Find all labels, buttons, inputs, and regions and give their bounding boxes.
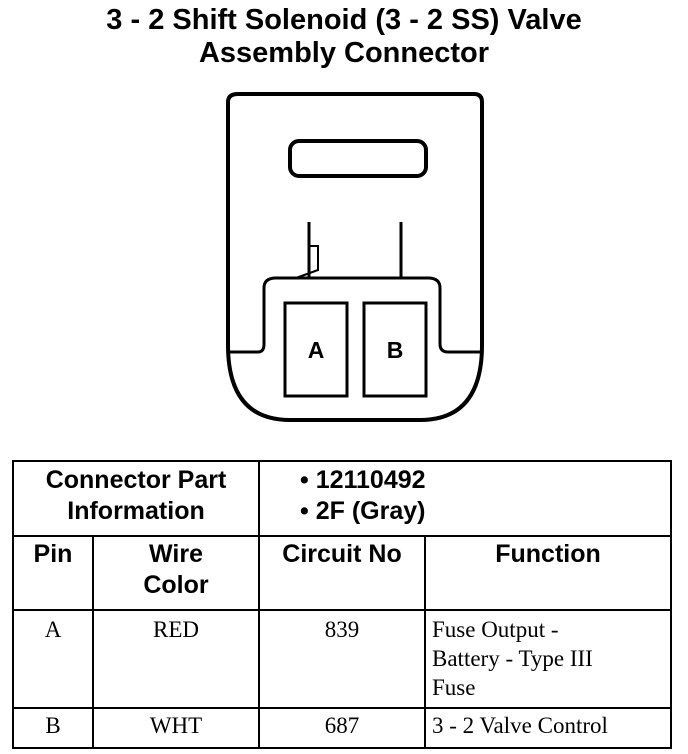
header-pin: Pin	[12, 535, 94, 611]
part-number: • 12110492	[300, 466, 426, 494]
header-wire-color-line-1: Wire	[149, 540, 203, 568]
pin-label-a: A	[308, 337, 325, 363]
column-header-row: Pin Wire Color Circuit No Function	[12, 535, 672, 611]
pin-cavity-a	[283, 301, 349, 398]
part-info-label-line-2: Information	[67, 497, 205, 525]
header-function: Function	[424, 535, 672, 611]
title-line-2: Assembly Connector	[198, 37, 490, 69]
function-line: Fuse	[432, 675, 476, 700]
function-cell: 3 - 2 Valve Control	[424, 707, 672, 749]
diagram-title: 3 - 2 Shift Solenoid (3 - 2 SS) Valve As…	[0, 4, 688, 70]
part-info-row: Connector Part Information • 12110492 • …	[12, 460, 672, 537]
circuit-no-cell: 839	[258, 609, 426, 709]
table-row: B WHT 687 3 - 2 Valve Control	[12, 707, 672, 749]
part-info-label-cell: Connector Part Information	[12, 460, 260, 537]
wire-color-cell: RED	[92, 609, 260, 709]
function-cell: Fuse Output - Battery - Type III Fuse	[424, 609, 672, 709]
function-line: Fuse Output -	[432, 617, 559, 642]
header-circuit-no-text: Circuit No	[282, 540, 402, 568]
pin-cavity-b	[362, 301, 428, 398]
pin-label-b: B	[387, 337, 404, 363]
part-info-values-cell: • 12110492 • 2F (Gray)	[258, 460, 672, 537]
pin-cell: B	[12, 707, 94, 749]
header-wire-color-line-2: Color	[143, 571, 209, 599]
function-line: Battery - Type III	[432, 646, 593, 671]
header-pin-text: Pin	[33, 540, 73, 568]
function-line: 3 - 2 Valve Control	[432, 713, 608, 738]
header-wire-color: Wire Color	[92, 535, 260, 611]
connector-key-notch	[295, 245, 319, 279]
connector-lock-slot	[288, 139, 428, 178]
header-function-text: Function	[495, 540, 601, 568]
connector-face-drawing: A B	[226, 92, 484, 422]
connector-housing-outline	[226, 92, 484, 422]
wire-color-cell: WHT	[92, 707, 260, 749]
table-row: A RED 839 Fuse Output - Battery - Type I…	[12, 609, 672, 709]
part-series-color: • 2F (Gray)	[300, 497, 426, 525]
header-circuit-no: Circuit No	[258, 535, 426, 611]
title-line-1: 3 - 2 Shift Solenoid (3 - 2 SS) Valve	[106, 4, 582, 36]
pin-cell: A	[12, 609, 94, 709]
connector-info-table: Connector Part Information • 12110492 • …	[12, 460, 672, 749]
part-info-label-line-1: Connector Part	[45, 466, 227, 494]
circuit-no-cell: 687	[258, 707, 426, 749]
connector-inner-contour	[230, 276, 480, 354]
